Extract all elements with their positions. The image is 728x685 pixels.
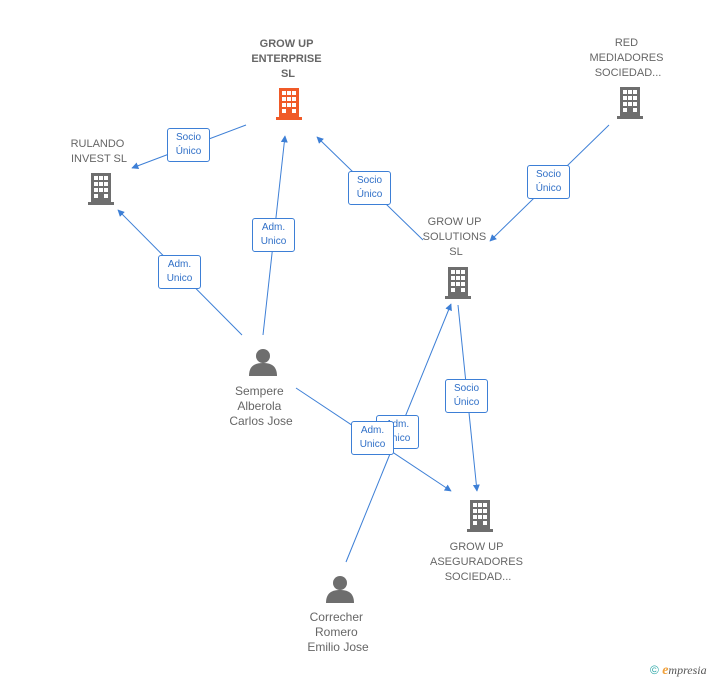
building-icon-grow-up-enterprise[interactable] (276, 88, 302, 120)
building-icon-grow-up-solutions[interactable] (445, 267, 471, 299)
edge-label-line: Único (535, 183, 562, 194)
person-icon-sempere[interactable] (249, 349, 277, 376)
edge-label-sempere-rulando-adm[interactable]: Adm. Unico (158, 255, 201, 289)
edge-label-correcher-solutions-adm[interactable]: Adm. Unico (351, 421, 394, 455)
node-label-grow-up-enterprise: GROW UP ENTERPRISE SL (251, 38, 324, 80)
node-label-rulando-invest: RULANDO INVEST SL (71, 138, 128, 165)
person-icon-correcher[interactable] (326, 576, 354, 603)
edge-label-rulando-socio[interactable]: Socio Único (167, 128, 210, 162)
edge-label-line: Socio (535, 169, 561, 180)
edge-label-line: Adm. (385, 419, 410, 430)
edge-label-line: Único (175, 146, 202, 157)
edge-label-line: Socio (453, 383, 479, 394)
node-label-sempere: Sempere Alberola Carlos Jose (229, 384, 293, 428)
brand-name: empresia (662, 663, 707, 678)
edge-label-red-socio[interactable]: Socio Único (527, 165, 570, 199)
edge-label-line: Adm. (360, 425, 385, 436)
edge-label-line: Único (453, 397, 480, 408)
edge-label-line: Unico (260, 236, 287, 247)
edge-label-solutions-aseguradores-socio[interactable]: Socio Único (445, 379, 488, 413)
edge-label-line: Unico (166, 273, 193, 284)
node-label-grow-up-solutions: GROW UP SOLUTIONS SL (423, 216, 490, 258)
edge-label-line: Socio (356, 175, 382, 186)
edge-label-line: Único (356, 189, 383, 200)
building-icon-rulando-invest[interactable] (88, 173, 114, 205)
edge-label-line: Unico (384, 433, 411, 444)
edge-label-line: Adm. (167, 259, 192, 270)
edge-label-solutions-socio[interactable]: Socio Único (348, 171, 391, 205)
node-label-grow-up-aseguradores: GROW UP ASEGURADORES SOCIEDAD... (430, 541, 526, 583)
node-label-correcher: Correcher Romero Emilio Jose (307, 610, 369, 654)
node-label-red-mediadores: RED MEDIADORES SOCIEDAD... (589, 37, 666, 79)
building-icon-grow-up-aseguradores[interactable] (467, 500, 493, 532)
edge-label-line: Socio (175, 132, 201, 143)
edge-label-line: Unico (359, 439, 386, 450)
empresia-logo[interactable]: © empresia (650, 663, 707, 679)
edge-label-line: Adm. (261, 222, 286, 233)
edge-label-sempere-enterprise-adm[interactable]: Adm. Unico (252, 218, 295, 252)
building-icon-red-mediadores[interactable] (617, 87, 643, 119)
copyright-icon: © (650, 663, 659, 677)
